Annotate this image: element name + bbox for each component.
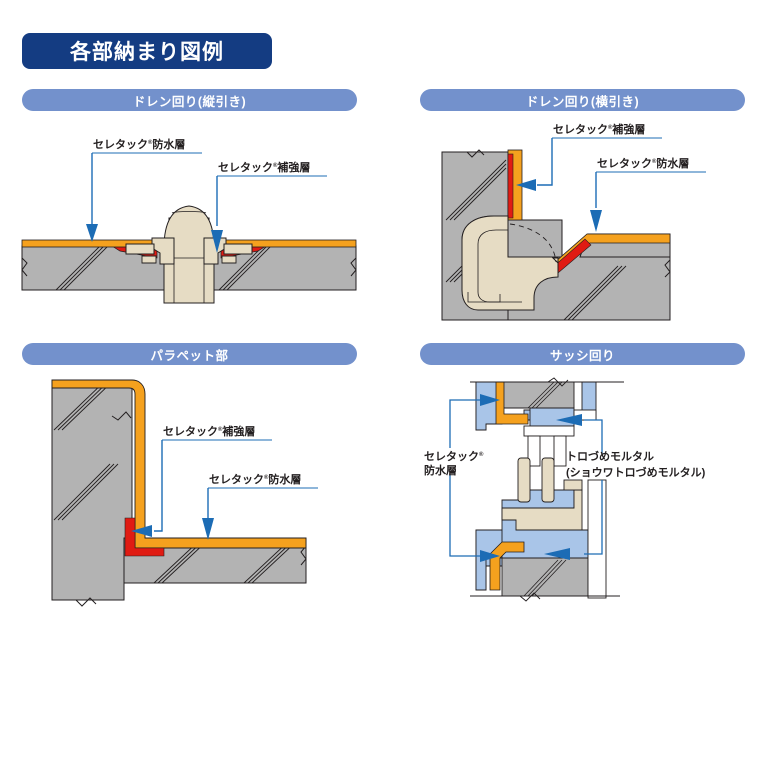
label-mortar: トロづめモルタル [566, 449, 654, 463]
arrow-head-reinforcement [211, 230, 223, 253]
label-waterproof-layer: セレタック®防水層 [597, 156, 689, 170]
drain-fixture [125, 205, 253, 304]
label-waterproof-line2: 防水層 [424, 463, 457, 477]
arrow-head-mortar-upper [556, 414, 582, 426]
label-mortar-brand: (ショウワトロづめモルタル) [566, 465, 706, 479]
arrow-head-waterproof-upper [480, 394, 500, 406]
concrete-hatching [55, 245, 272, 291]
label-reinforcement-layer: セレタック®補強層 [163, 424, 255, 438]
break-line-symbol [21, 257, 357, 277]
reinforcement-layer [124, 517, 165, 557]
concrete-upper [501, 381, 575, 409]
concrete-lower [501, 557, 589, 597]
leader-line-waterproof [449, 399, 482, 557]
leader-line-reinforcement [537, 138, 553, 186]
sash-frame-lower [501, 457, 583, 531]
diagram-drain-horizontal: セレタック®補強層 セレタック®防水層 [412, 112, 762, 324]
arrow-head-reinforcement [516, 179, 536, 191]
arrow-head-waterproof [202, 518, 214, 540]
waterproof-layer [51, 379, 307, 549]
concrete-hatching-lower [523, 559, 567, 597]
sash-frame-upper [523, 409, 597, 467]
leader-line-reinforcement [154, 440, 163, 532]
arrow-head-waterproof [590, 210, 602, 232]
diagram-drain-vertical: セレタック®防水層 セレタック®補強層 [14, 118, 364, 318]
label-waterproof-layer: セレタック®防水層 [209, 472, 301, 486]
break-line-symbol [466, 149, 671, 278]
sash-frame-outer [587, 479, 607, 599]
concrete-hatching-upper [527, 381, 563, 409]
break-line-symbol [75, 411, 307, 607]
diagram-sash: セレタック® 防水層 トロづめモルタル (ショウワトロづめモルタル) [424, 368, 754, 618]
leader-line-mortar [584, 419, 603, 555]
label-reinforcement-layer: セレタック®補強層 [218, 160, 310, 174]
waterproof-layer-lower [489, 541, 525, 591]
section-header-parapet: パラペット部 [22, 343, 357, 365]
reinforcement-layer-vertical [507, 153, 514, 219]
label-waterproof-layer: セレタック®防水層 [93, 137, 185, 151]
label-waterproof-line1: セレタック® [424, 450, 484, 463]
arrow-head-waterproof-lower [480, 550, 500, 562]
arrow-head-mortar-lower [544, 548, 570, 560]
section-header-drain-horizontal: ドレン回り(横引き) [420, 89, 745, 111]
arrow-head-waterproof [86, 224, 98, 242]
section-header-sash: サッシ回り [420, 343, 745, 365]
arrow-head-reinforcement [131, 525, 152, 537]
label-reinforcement-layer: セレタック®補強層 [553, 122, 645, 136]
section-header-drain-vertical: ドレン回り(縦引き) [22, 89, 357, 111]
diagram-parapet: セレタック®補強層 セレタック®防水層 [14, 368, 364, 618]
page-title: 各部納まり図例 [22, 33, 272, 69]
drain-elbow-fixture [461, 215, 559, 311]
